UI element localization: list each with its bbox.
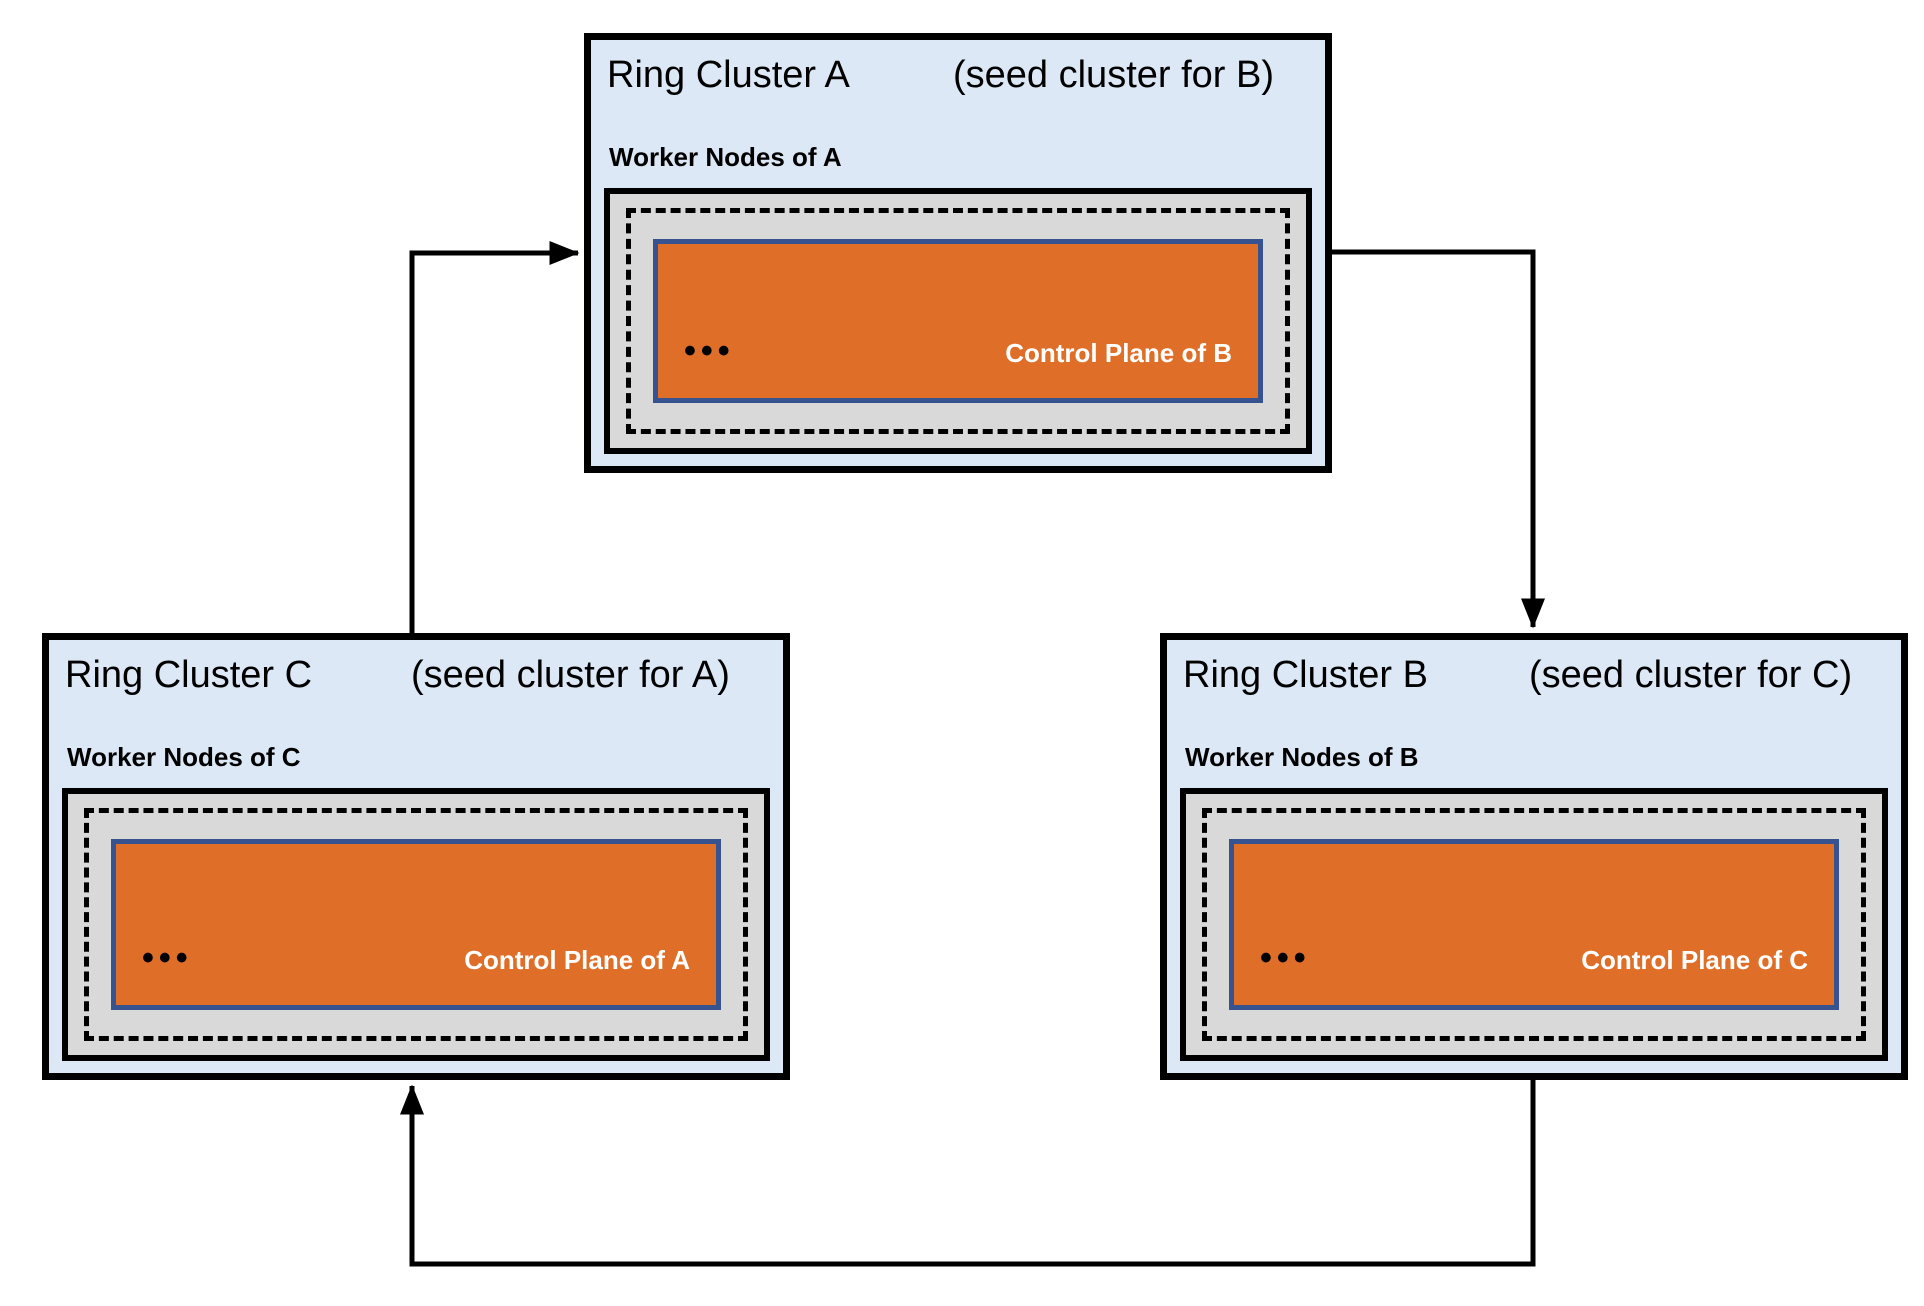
arrow-a-to-b <box>1330 249 1545 629</box>
cluster-b-worker-nodes-label: Worker Nodes of B <box>1185 742 1419 772</box>
cluster-a-seed-label: (seed cluster for B) <box>953 54 1274 96</box>
cluster-a-title: Ring Cluster A <box>607 54 850 96</box>
ellipsis-dots: ••• <box>1260 939 1311 977</box>
cluster-a-control-plane-box: ••• Control Plane of B <box>653 239 1263 403</box>
ellipsis-dots: ••• <box>142 939 193 977</box>
cluster-b-worker-nodes-box: ••• Control Plane of C <box>1180 788 1888 1061</box>
arrow-b-to-c <box>400 1078 1536 1267</box>
cluster-a-worker-nodes-label: Worker Nodes of A <box>609 142 842 172</box>
cluster-b-seed-label: (seed cluster for C) <box>1529 654 1853 696</box>
cluster-c-worker-nodes-dashed-border: ••• Control Plane of A <box>84 808 748 1041</box>
cluster-c-seed-label: (seed cluster for A) <box>411 654 730 696</box>
cluster-a-worker-nodes-dashed-border: ••• Control Plane of B <box>626 208 1290 434</box>
cluster-c: Ring Cluster C (seed cluster for A) Work… <box>42 633 790 1080</box>
cluster-b: Ring Cluster B (seed cluster for C) Work… <box>1160 633 1908 1080</box>
cluster-c-title: Ring Cluster C <box>65 654 313 696</box>
arrow-c-to-a <box>409 241 580 633</box>
ellipsis-dots: ••• <box>684 332 735 370</box>
cluster-a-control-plane-label: Control Plane of B <box>1005 338 1232 369</box>
cluster-b-control-plane-label: Control Plane of C <box>1581 945 1808 976</box>
cluster-b-worker-nodes-dashed-border: ••• Control Plane of C <box>1202 808 1866 1041</box>
cluster-a: Ring Cluster A (seed cluster for B) Work… <box>584 33 1332 473</box>
cluster-c-control-plane-box: ••• Control Plane of A <box>111 839 721 1010</box>
cluster-b-title: Ring Cluster B <box>1183 654 1428 696</box>
cluster-c-control-plane-label: Control Plane of A <box>464 945 690 976</box>
cluster-a-worker-nodes-box: ••• Control Plane of B <box>604 188 1312 454</box>
cluster-b-control-plane-box: ••• Control Plane of C <box>1229 839 1839 1010</box>
cluster-c-worker-nodes-label: Worker Nodes of C <box>67 742 301 772</box>
cluster-c-worker-nodes-box: ••• Control Plane of A <box>62 788 770 1061</box>
